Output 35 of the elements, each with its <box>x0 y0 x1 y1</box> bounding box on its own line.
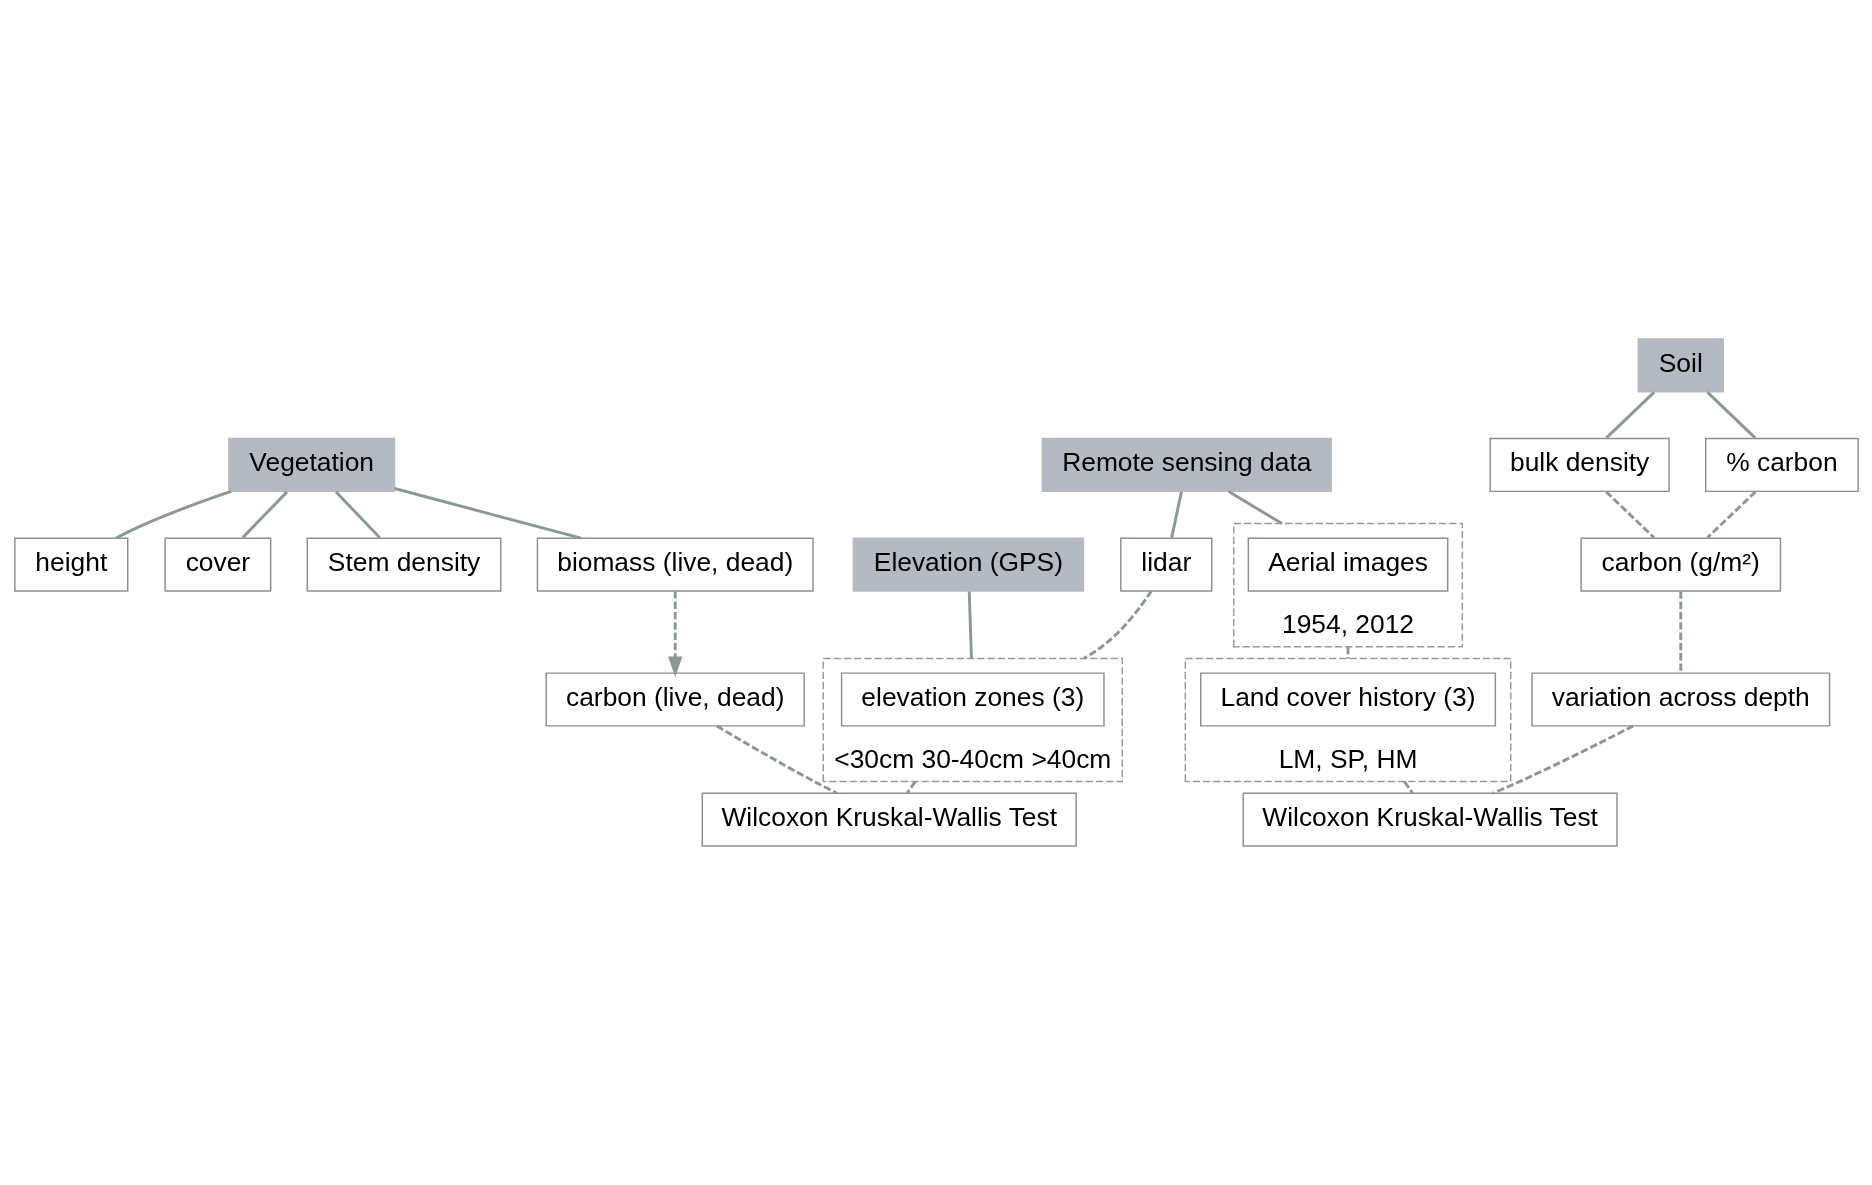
node-box: Soil <box>1637 338 1724 393</box>
arrow <box>667 591 682 678</box>
connector <box>1706 490 1756 539</box>
node-box: lidar <box>1119 537 1212 592</box>
node-box: Stem density <box>306 537 501 592</box>
connector <box>114 490 232 540</box>
connector <box>1604 391 1655 439</box>
connector <box>1169 491 1183 538</box>
node-box: % carbon <box>1704 437 1859 493</box>
connector <box>1604 490 1655 539</box>
node-box: elevation zones (3) <box>840 672 1105 727</box>
node-box: carbon (live, dead) <box>545 672 805 727</box>
connector <box>1402 780 1414 795</box>
node-box: cover <box>163 537 271 592</box>
connector <box>1678 591 1682 673</box>
node-box: variation across depth <box>1530 672 1830 727</box>
node-box: bulk density <box>1488 437 1670 493</box>
connector <box>1082 590 1152 660</box>
connector <box>393 487 581 540</box>
node-box: Remote sensing data <box>1041 437 1332 493</box>
node-box: Land cover history (3) <box>1199 672 1496 727</box>
node-box: Elevation (GPS) <box>852 537 1084 592</box>
node-box: Wilcoxon Kruskal-Wallis Test <box>1242 792 1618 847</box>
node-box: height <box>13 537 128 592</box>
connector <box>334 490 381 539</box>
node-box: Wilcoxon Kruskal-Wallis Test <box>701 792 1077 847</box>
node-box: Vegetation <box>227 437 395 493</box>
node-box: Aerial images <box>1247 537 1448 592</box>
node-box: biomass (live, dead) <box>536 537 814 592</box>
connector <box>241 490 288 539</box>
connector <box>1705 391 1756 439</box>
connector <box>967 591 973 659</box>
node-box: carbon (g/m²) <box>1579 537 1781 592</box>
connector <box>1346 646 1349 659</box>
connector <box>905 780 917 795</box>
